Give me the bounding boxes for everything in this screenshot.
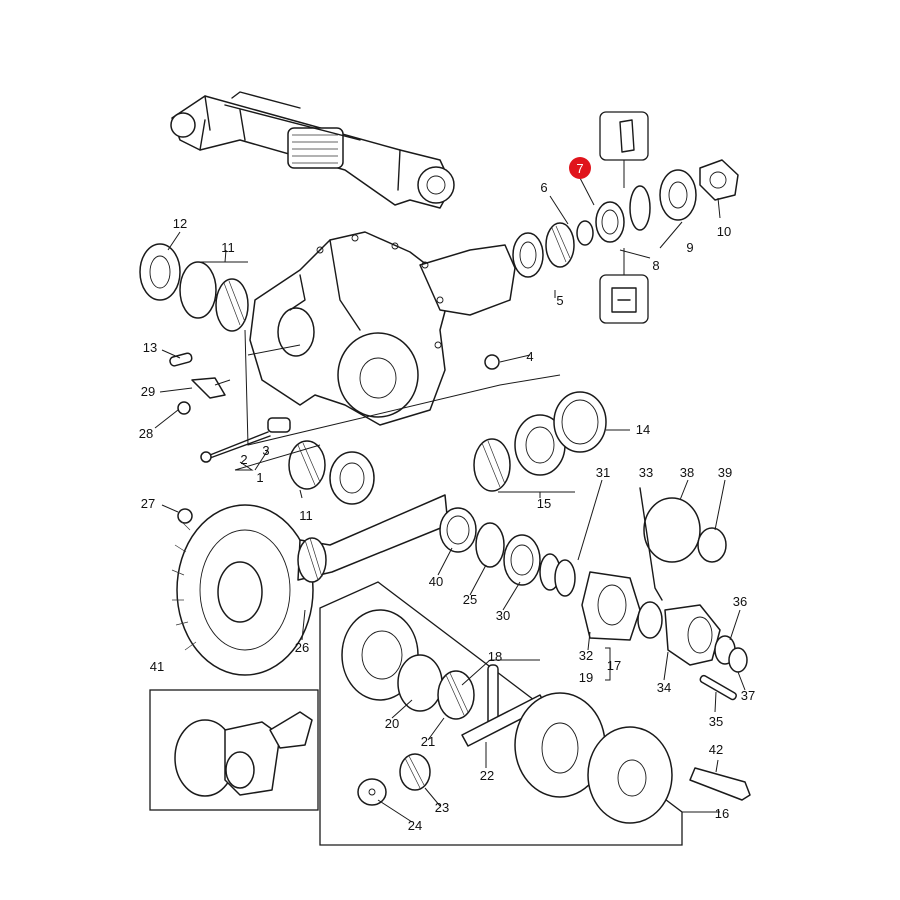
left-side-bearing	[139, 243, 249, 332]
callout-24[interactable]: 24	[408, 818, 422, 833]
differential-internals	[319, 581, 751, 846]
callout-35[interactable]: 35	[709, 714, 723, 729]
callout-41[interactable]: 41	[150, 659, 164, 674]
callout-18[interactable]: 18	[488, 649, 502, 664]
callout-7[interactable]: 7	[576, 161, 583, 176]
callout-30[interactable]: 30	[496, 608, 510, 623]
callout-19[interactable]: 19	[579, 670, 593, 685]
inset-41	[149, 689, 319, 811]
callout-4[interactable]: 4	[526, 349, 533, 364]
callout-14[interactable]: 14	[636, 422, 650, 437]
callout-16[interactable]: 16	[715, 806, 729, 821]
callout-21[interactable]: 21	[421, 734, 435, 749]
callout-39[interactable]: 39	[718, 465, 732, 480]
callout-40[interactable]: 40	[429, 574, 443, 589]
callout-33[interactable]: 33	[639, 465, 653, 480]
callout-15[interactable]: 15	[537, 496, 551, 511]
callout-3[interactable]: 3	[262, 443, 269, 458]
pinion-seal-stack	[512, 111, 739, 324]
callout-23[interactable]: 23	[435, 800, 449, 815]
differential-housing	[249, 231, 516, 426]
callout-25[interactable]: 25	[463, 592, 477, 607]
callout-38[interactable]: 38	[680, 465, 694, 480]
callout-42[interactable]: 42	[709, 742, 723, 757]
callout-12[interactable]: 12	[173, 216, 187, 231]
callout-36[interactable]: 36	[733, 594, 747, 609]
callout-13[interactable]: 13	[143, 340, 157, 355]
callout-34[interactable]: 34	[657, 680, 671, 695]
callout-32[interactable]: 32	[579, 648, 593, 663]
callout-17[interactable]: 17	[607, 658, 621, 673]
crown-wheel-and-pinion	[171, 494, 449, 676]
small-fasteners	[169, 352, 500, 524]
axle-assembly-overview	[170, 91, 455, 209]
callout-26[interactable]: 26	[295, 640, 309, 655]
callout-9[interactable]: 9	[686, 240, 693, 255]
callout-2[interactable]: 2	[240, 452, 247, 467]
callout-10[interactable]: 10	[717, 224, 731, 239]
callout-11-upper[interactable]: 11	[221, 240, 235, 255]
callout-27[interactable]: 27	[141, 496, 155, 511]
callout-5[interactable]: 5	[556, 293, 563, 308]
callout-31[interactable]: 31	[596, 465, 610, 480]
right-housing-assembly	[581, 487, 748, 701]
callout-8[interactable]: 8	[652, 258, 659, 273]
callout-28[interactable]: 28	[139, 426, 153, 441]
callout-leaders	[154, 177, 746, 823]
guide-lines	[214, 329, 561, 471]
callout-29[interactable]: 29	[141, 384, 155, 399]
callout-1[interactable]: 1	[256, 470, 263, 485]
callout-20[interactable]: 20	[385, 716, 399, 731]
shaft-rings	[439, 507, 576, 597]
callout-6[interactable]: 6	[540, 180, 547, 195]
callout-7-highlight	[569, 157, 591, 179]
callout-22[interactable]: 22	[480, 768, 494, 783]
callout-37[interactable]: 37	[741, 688, 755, 703]
callout-11-lower[interactable]: 11	[299, 508, 313, 523]
lower-bearings	[288, 391, 607, 505]
callout-labels: 7 6 8 9 10 12 11 5 13 4 29 28 14 3 2 1 3…	[139, 157, 755, 833]
